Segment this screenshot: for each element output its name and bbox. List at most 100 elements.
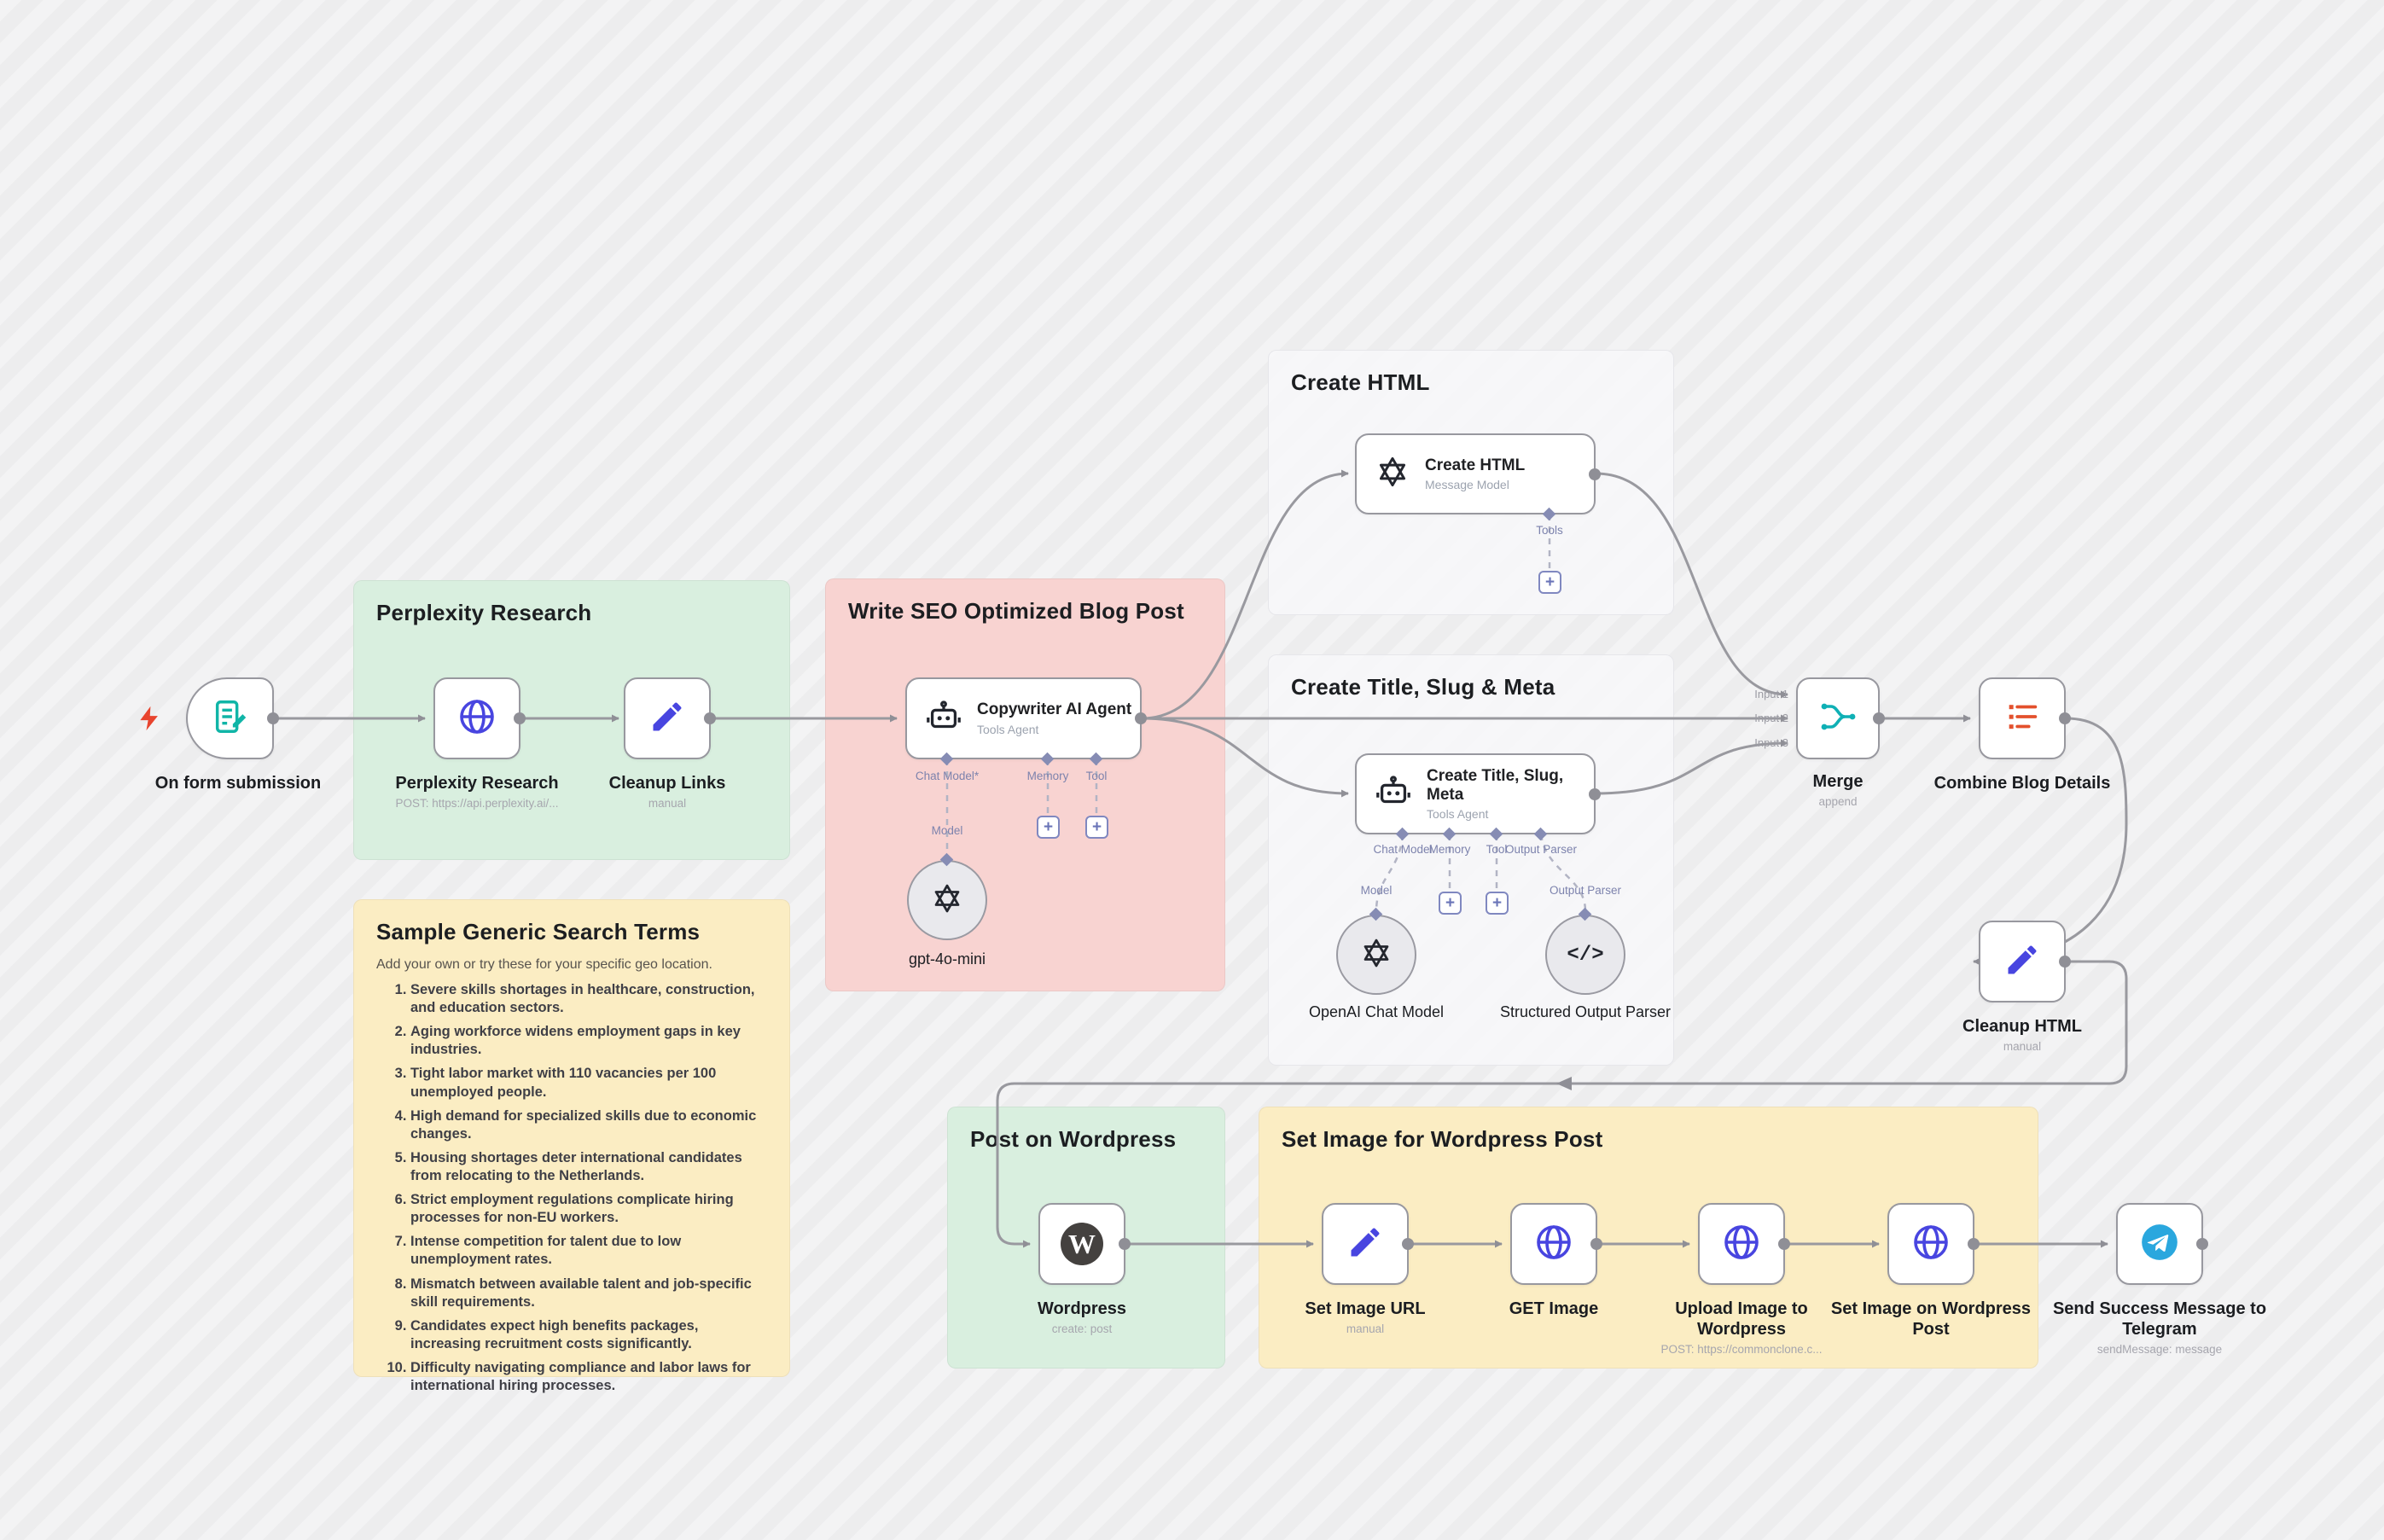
node-create-html[interactable]: Create HTML Message Model (1355, 433, 1601, 514)
subnode-title: gpt-4o-mini (908, 950, 986, 968)
output-port[interactable] (2059, 956, 2071, 968)
node-title: GET Image (1509, 1299, 1599, 1318)
node-merge[interactable] (1796, 677, 1885, 759)
node-on-form-submission[interactable] (186, 677, 279, 759)
output-port[interactable] (267, 712, 279, 724)
pencil-icon (1346, 1223, 1384, 1265)
port-label-tool: Tool (1486, 843, 1508, 856)
subnode-title: OpenAI Chat Model (1308, 1003, 1445, 1020)
output-port[interactable] (1589, 787, 1601, 800)
subnode-gpt-4o-mini[interactable] (907, 860, 987, 940)
add-tool-button[interactable]: + (1486, 892, 1509, 915)
node-set-image-on-wordpress-post[interactable] (1887, 1203, 1980, 1285)
port-label-tool: Tool (1085, 770, 1108, 782)
sticky-title: Write SEO Optimized Blog Post (848, 598, 1184, 624)
merge-input-3-label: Input 3 (1754, 736, 1788, 749)
add-memory-button[interactable]: + (1037, 816, 1060, 839)
node-subtitle: manual (1346, 1322, 1385, 1335)
sticky-title: Sample Generic Search Terms (376, 919, 701, 944)
merge-input-1-label: Input 1 (1754, 688, 1788, 700)
add-tool-button[interactable]: + (1538, 571, 1561, 594)
node-cleanup-links[interactable] (624, 677, 716, 759)
node-label: Send Success Message to Telegram sendMes… (2049, 1299, 2271, 1356)
node-subtitle: manual (2003, 1040, 2042, 1053)
output-port[interactable] (2196, 1238, 2208, 1250)
node-label: Cleanup Links manual (556, 773, 778, 810)
node-cleanup-html[interactable] (1979, 921, 2071, 1002)
node-upload-image-to-wordpress[interactable] (1698, 1203, 1790, 1285)
node-title: Combine Blog Details (1933, 774, 2111, 793)
output-port[interactable] (1778, 1238, 1790, 1250)
output-port[interactable] (514, 712, 526, 724)
list-item: Tight labor market with 110 vacancies pe… (410, 1065, 767, 1101)
node-create-title-slug-meta[interactable]: Create Title, Slug, Meta Tools Agent (1355, 753, 1601, 834)
sticky-subtitle: Add your own or try these for your speci… (376, 957, 712, 972)
subnode-label: OpenAI Chat Model (1265, 1003, 1487, 1022)
plus-icon: + (1445, 893, 1456, 912)
subnode-structured-output-parser[interactable]: </> (1545, 915, 1625, 995)
node-title: Create HTML (1425, 456, 1526, 474)
add-tool-button[interactable]: + (1085, 816, 1108, 839)
add-memory-button[interactable]: + (1439, 892, 1462, 915)
node-label: Cleanup HTML manual (1911, 1016, 2133, 1053)
node-label: On form submission (127, 773, 349, 793)
sticky-create-title-slug-meta[interactable]: Create Title, Slug & Meta (1268, 654, 1674, 1066)
port-label-model: Model (1360, 884, 1393, 897)
sticky-title: Set Image for Wordpress Post (1282, 1126, 1603, 1152)
sticky-sample-search-terms[interactable]: Sample Generic Search Terms Add your own… (353, 899, 790, 1393)
globe-icon (1533, 1222, 1574, 1267)
port-label-chat-model: Chat Model* (915, 770, 980, 782)
node-get-image[interactable] (1510, 1203, 1602, 1285)
node-wordpress[interactable]: W (1038, 1203, 1131, 1285)
code-icon: </> (1567, 943, 1604, 967)
node-subtitle: Tools Agent (977, 722, 1039, 736)
port-label-output-parser: Output Parser (1504, 843, 1578, 856)
node-title: Cleanup HTML (1962, 1017, 2082, 1036)
output-port[interactable] (2059, 712, 2071, 724)
node-copywriter-ai-agent[interactable]: Copywriter AI Agent Tools Agent (905, 677, 1147, 759)
node-title: Set Image URL (1305, 1299, 1426, 1318)
node-send-success-message-to-telegram[interactable] (2116, 1203, 2208, 1285)
port-label-model: Model (931, 824, 963, 837)
output-port[interactable] (1402, 1238, 1414, 1250)
robot-icon (924, 697, 963, 741)
output-port[interactable] (704, 712, 716, 724)
port-label-tools: Tools (1536, 524, 1563, 537)
node-title: Merge (1812, 772, 1864, 791)
output-port[interactable] (1590, 1238, 1602, 1250)
merge-input-2-label: Input 2 (1754, 712, 1788, 724)
list-icon (2003, 697, 2042, 741)
sticky-write-seo-blog-post[interactable]: Write SEO Optimized Blog Post (825, 578, 1225, 991)
output-port[interactable] (1119, 1238, 1131, 1250)
sticky-title: Create HTML (1291, 369, 1430, 395)
subnode-openai-chat-model[interactable] (1336, 915, 1416, 995)
node-title: On form submission (154, 774, 322, 793)
sticky-title: Post on Wordpress (970, 1126, 1177, 1152)
output-port[interactable] (1873, 712, 1885, 724)
globe-icon (456, 696, 497, 741)
robot-icon (1374, 772, 1413, 816)
pencil-icon (2003, 941, 2041, 983)
node-title: Copywriter AI Agent (977, 700, 1132, 719)
output-port[interactable] (1589, 468, 1601, 480)
node-title: Set Image on Wordpress Post (1830, 1299, 2032, 1339)
node-perplexity-research[interactable] (433, 677, 526, 759)
node-subtitle: manual (648, 797, 687, 810)
plus-icon: + (1091, 817, 1102, 836)
output-port[interactable] (1135, 712, 1147, 724)
port-label-chat-model: Chat Model (1373, 843, 1433, 856)
pencil-icon (648, 698, 686, 740)
port-label-memory: Memory (1026, 770, 1069, 782)
node-set-image-url[interactable] (1322, 1203, 1414, 1285)
node-combine-blog-details[interactable] (1979, 677, 2071, 759)
node-subtitle: Message Model (1425, 478, 1509, 492)
openai-icon (1358, 935, 1394, 975)
output-port[interactable] (1968, 1238, 1980, 1250)
node-subtitle: POST: https://api.perplexity.ai/... (395, 797, 559, 810)
sticky-perplexity-research[interactable]: Perplexity Research (353, 580, 790, 860)
plus-icon: + (1491, 893, 1503, 912)
node-title: Create Title, Slug, Meta (1427, 766, 1564, 804)
list-item: Strict employment regulations complicate… (410, 1191, 767, 1227)
node-label: Set Image on Wordpress Post (1820, 1299, 2042, 1340)
